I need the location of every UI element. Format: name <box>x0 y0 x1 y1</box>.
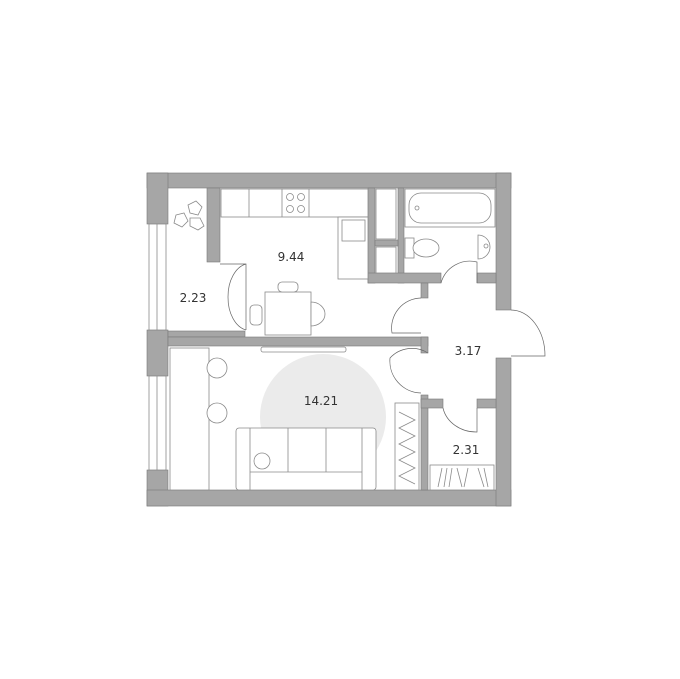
doors[interactable] <box>220 260 546 433</box>
bathtub-icon <box>408 192 492 224</box>
kitchen-furniture <box>220 188 369 336</box>
area-label-wardrobe: 2.31 <box>453 443 480 457</box>
cat-icon <box>253 452 271 470</box>
wardrobe-rack <box>429 464 495 491</box>
toilet-icon <box>412 238 440 258</box>
cabinet <box>169 347 210 491</box>
windows <box>148 223 167 471</box>
area-label-kitchen: 9.44 <box>278 250 305 264</box>
shaft <box>375 188 397 240</box>
stool-icon <box>206 357 228 379</box>
interior-walls <box>167 187 497 491</box>
outer-walls <box>146 172 512 507</box>
plant-icon <box>173 200 205 231</box>
dining-table <box>264 291 312 336</box>
area-label-balcony: 2.23 <box>180 291 207 305</box>
wardrobe-shelf <box>394 402 420 491</box>
chair-icon <box>249 304 263 326</box>
stove-icon <box>286 193 305 213</box>
sofa-icon <box>235 427 377 491</box>
sink-icon <box>341 219 366 242</box>
chair-icon <box>310 301 326 327</box>
area-label-living-room: 14.21 <box>304 394 338 408</box>
stool-icon <box>206 402 228 424</box>
living-furniture <box>169 346 420 491</box>
shaft <box>375 246 397 274</box>
tv-icon <box>260 346 347 353</box>
bathroom-fixtures <box>404 188 496 260</box>
area-label-hallway: 3.17 <box>455 344 482 358</box>
chair-icon <box>277 281 299 293</box>
